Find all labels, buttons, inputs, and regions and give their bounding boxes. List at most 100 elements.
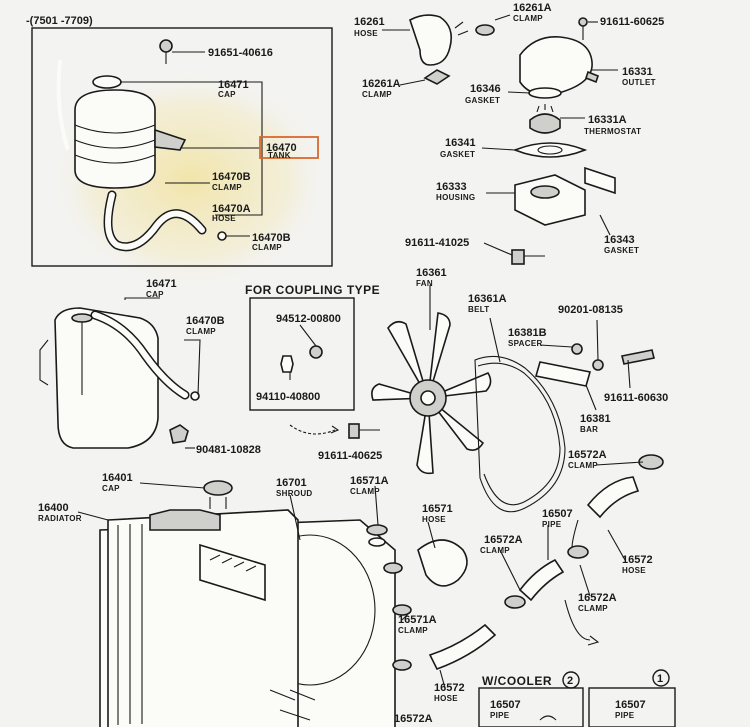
part-name: CLAMP bbox=[350, 487, 380, 496]
badge-2 bbox=[562, 671, 580, 689]
part-name: OUTLET bbox=[622, 78, 656, 87]
bracket-icon bbox=[169, 424, 189, 444]
radiator-core bbox=[107, 509, 299, 727]
part-number: 91651-40616 bbox=[208, 47, 273, 59]
belt-icon bbox=[474, 355, 566, 513]
part-number: 16470B bbox=[212, 171, 251, 183]
part-name: CAP bbox=[218, 90, 236, 99]
part-name: SPACER bbox=[508, 339, 543, 348]
part-name: CLAMP bbox=[362, 90, 392, 99]
hose-icon bbox=[586, 476, 640, 519]
gasket-icon bbox=[584, 166, 616, 195]
cooler-panels: W/COOLER 2 16507 PIPE 1 16507 PIPE bbox=[478, 669, 676, 727]
part-name: CLAMP bbox=[398, 626, 428, 635]
washer-icon bbox=[280, 355, 294, 373]
part-number: 16572A bbox=[484, 534, 523, 546]
gasket-icon bbox=[512, 142, 588, 158]
part-number: 94512-00800 bbox=[276, 313, 341, 325]
part-number: 16701 bbox=[276, 477, 307, 489]
fan-belt-group: 16361 FAN 16361A BELT 90201-08135 16381B… bbox=[371, 267, 668, 513]
part-number: 16470 bbox=[266, 142, 297, 154]
part-name: PIPE bbox=[490, 711, 510, 720]
part-name: GASKET bbox=[604, 246, 639, 255]
part-name: CAP bbox=[146, 290, 164, 299]
part-number: 16261A bbox=[362, 78, 401, 90]
part-name: HOSE bbox=[354, 29, 378, 38]
part-number: 16471 bbox=[146, 278, 177, 290]
clamp-icon bbox=[366, 524, 388, 536]
part-number: 16572A bbox=[394, 713, 433, 725]
part-number: 91611-60630 bbox=[604, 392, 668, 404]
part-name: CLAMP bbox=[513, 14, 543, 23]
bolt-icon bbox=[621, 349, 655, 365]
part-name: CLAMP bbox=[186, 327, 216, 336]
lower-hose-group: 16571A CLAMP 16571 HOSE 16572A CLAMP 165… bbox=[350, 449, 664, 725]
part-number: 16572A bbox=[568, 449, 607, 461]
part-name: PIPE bbox=[542, 520, 562, 529]
tank-cap-icon bbox=[71, 313, 93, 323]
clamp-icon bbox=[475, 24, 495, 36]
fan-icon bbox=[371, 312, 492, 475]
part-number: 91611-60625 bbox=[600, 16, 664, 28]
part-number: 16471 bbox=[218, 79, 249, 91]
part-number: 16341 bbox=[445, 137, 476, 149]
reserve-tank-2: 16471 CAP 16470B CLAMP 90481-10828 bbox=[39, 278, 261, 456]
part-name: BAR bbox=[580, 425, 598, 434]
part-name: THERMOSTAT bbox=[584, 127, 641, 136]
badge-1 bbox=[652, 669, 670, 687]
part-number: 16400 bbox=[38, 502, 69, 514]
part-name: HOSE bbox=[422, 515, 446, 524]
reserve-tank-inset: -(7501 -7709) 91651-40616 16471 CAP 1647… bbox=[26, 15, 333, 267]
part-name: SHROUD bbox=[276, 489, 312, 498]
part-name: PIPE bbox=[615, 711, 635, 720]
part-number: 16343 bbox=[604, 234, 635, 246]
part-number: 16401 bbox=[102, 472, 133, 484]
gasket-icon bbox=[528, 87, 562, 99]
bolt-icon bbox=[159, 39, 173, 53]
part-name: GASKET bbox=[465, 96, 500, 105]
part-name: HOSE bbox=[212, 214, 236, 223]
part-number: 16331 bbox=[622, 66, 653, 78]
part-number: 16346 bbox=[470, 83, 501, 95]
part-number: 90481-10828 bbox=[196, 444, 261, 456]
part-name: CLAMP bbox=[578, 604, 608, 613]
part-number: 16470A bbox=[212, 203, 251, 215]
tank-cap-icon bbox=[92, 75, 122, 89]
clamp-icon bbox=[423, 69, 451, 85]
nut-icon bbox=[592, 359, 604, 371]
tank-callout-box bbox=[259, 136, 319, 159]
part-number: 16331A bbox=[588, 114, 627, 126]
radiator-tank-top bbox=[149, 509, 221, 531]
part-number: 16571A bbox=[398, 614, 437, 626]
part-name: CLAMP bbox=[252, 243, 282, 252]
thermostat-icon bbox=[529, 113, 561, 134]
part-name: CLAMP bbox=[480, 546, 510, 555]
part-number: 16572A bbox=[578, 592, 617, 604]
tank-bracket bbox=[154, 128, 187, 151]
clamp-icon bbox=[392, 659, 412, 671]
inset-frame bbox=[31, 27, 333, 267]
part-number: 16361 bbox=[416, 267, 447, 279]
part-number: 16261A bbox=[513, 2, 552, 14]
cooler-title: W/COOLER bbox=[482, 674, 552, 688]
part-number: 16572 bbox=[434, 682, 465, 694]
clamp-icon bbox=[217, 231, 227, 241]
part-name: FAN bbox=[416, 279, 433, 288]
part-name: HOSE bbox=[434, 694, 458, 703]
part-number: 16381 bbox=[580, 413, 611, 425]
upper-hose-icon bbox=[409, 14, 453, 66]
part-number: 94110-40800 bbox=[256, 391, 320, 403]
housing-icon bbox=[514, 174, 586, 226]
part-number: 16261 bbox=[354, 16, 385, 28]
part-name: HOSE bbox=[622, 566, 646, 575]
spacer-icon bbox=[571, 343, 583, 355]
thermostat-group: 16261 HOSE 16261A CLAMP 91611-60625 1626… bbox=[354, 2, 664, 265]
part-number: 16571 bbox=[422, 503, 453, 515]
part-number: 16361A bbox=[468, 293, 507, 305]
part-name: GASKET bbox=[440, 150, 475, 159]
part-number: 16333 bbox=[436, 181, 467, 193]
part-number: 91611-41025 bbox=[405, 237, 469, 249]
part-number: 90201-08135 bbox=[558, 304, 623, 316]
coupling-frame bbox=[249, 297, 355, 411]
